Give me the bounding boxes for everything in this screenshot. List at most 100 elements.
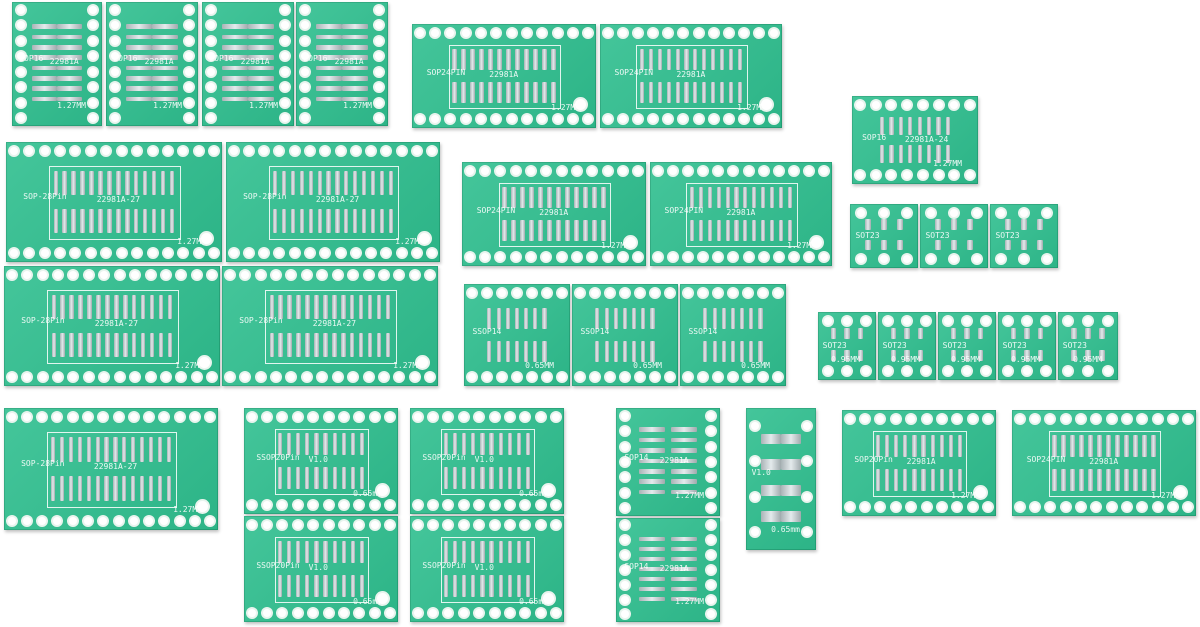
smd-pad	[761, 186, 766, 208]
through-hole	[38, 413, 47, 421]
through-hole	[972, 209, 981, 217]
through-hole	[739, 115, 748, 123]
through-hole	[938, 415, 947, 423]
through-hole	[618, 167, 627, 175]
smd-pad	[533, 48, 538, 70]
smd-pad	[926, 117, 932, 135]
smd-pad-row	[443, 575, 531, 597]
smd-pad	[342, 75, 368, 81]
through-hole	[241, 271, 250, 279]
through-hole	[1184, 503, 1193, 511]
smd-pad	[638, 576, 665, 582]
through-hole	[542, 167, 551, 175]
board-silkscreen-label: SOP-28Pin	[243, 192, 287, 202]
smd-pad	[277, 541, 283, 563]
through-hole	[953, 503, 962, 511]
through-hole-row	[4, 370, 220, 384]
board-pitch-label: 0.95MM	[1011, 355, 1040, 364]
through-hole	[287, 373, 296, 381]
smd-pad-row	[875, 435, 963, 457]
smd-pad	[222, 55, 248, 60]
through-hole	[86, 249, 95, 257]
smd-pad	[904, 350, 910, 361]
smd-pad	[350, 541, 355, 563]
through-hole	[538, 115, 547, 123]
smd-pad	[461, 48, 466, 70]
board-part-number: 22981A-27	[315, 194, 360, 204]
smd-pad	[1071, 350, 1077, 361]
smd-pad	[761, 220, 766, 242]
through-hole	[281, 5, 289, 14]
smd-pad	[335, 209, 340, 234]
through-hole	[621, 551, 629, 560]
smd-pad	[287, 333, 292, 358]
through-hole	[1019, 209, 1028, 217]
through-hole	[459, 413, 468, 421]
through-hole	[636, 289, 645, 297]
smd-pad-row	[640, 48, 742, 70]
smd-pad	[113, 437, 118, 462]
smd-pad	[716, 186, 721, 208]
through-hole	[927, 255, 936, 263]
smd-pad	[728, 82, 733, 104]
smd-pad	[31, 65, 57, 71]
through-hole	[177, 271, 186, 279]
smd-pad	[917, 328, 924, 340]
smd-pad	[350, 333, 355, 358]
through-hole	[179, 147, 188, 155]
smd-pad	[945, 117, 951, 135]
through-hole	[321, 249, 330, 257]
smd-pad	[743, 220, 748, 242]
through-hole	[855, 171, 864, 179]
smd-pad	[296, 333, 301, 358]
board-pitch-label: 1.27MM	[249, 101, 278, 110]
through-hole-row	[998, 314, 1056, 328]
through-hole	[7, 413, 16, 421]
through-hole-row	[226, 246, 440, 260]
smd-pad	[761, 459, 781, 470]
smd-pad	[68, 476, 74, 501]
smd-pad	[152, 170, 157, 195]
board-silkscreen-label: SSOP14	[472, 326, 502, 336]
through-hole	[461, 115, 470, 123]
smd-pad-row	[864, 219, 904, 230]
through-hole	[301, 98, 309, 107]
through-hole	[522, 115, 531, 123]
smd-pad	[671, 546, 698, 552]
mounting-hole	[377, 593, 388, 604]
smd-pad	[1052, 435, 1057, 457]
through-hole	[336, 147, 345, 155]
board-pitch-label: 1.27MM	[177, 237, 206, 246]
smd-pad-row	[502, 220, 606, 242]
smd-pad	[507, 467, 512, 489]
smd-pad	[1079, 435, 1084, 457]
smd-pad	[671, 576, 698, 582]
smd-pad	[533, 82, 538, 104]
through-hole-row	[938, 364, 996, 378]
smd-pad	[912, 435, 917, 457]
smd-pad	[377, 333, 382, 358]
through-hole	[53, 517, 62, 525]
through-hole-row	[1058, 364, 1118, 378]
smd-pad	[574, 220, 579, 242]
smd-pad	[152, 44, 178, 50]
board-pitch-label: 0.65mm	[519, 597, 548, 606]
smd-pad	[711, 48, 716, 70]
smd-pad	[917, 350, 924, 361]
through-hole	[55, 147, 64, 155]
through-hole	[618, 29, 627, 37]
through-hole-row	[680, 286, 786, 300]
smd-pad	[134, 170, 139, 195]
through-hole-row	[938, 314, 996, 328]
through-hole	[949, 255, 958, 263]
through-hole	[324, 609, 333, 617]
through-hole	[99, 413, 108, 421]
through-hole	[713, 373, 722, 381]
board-silkscreen-label: SOP24PIN	[426, 67, 466, 77]
smd-pad	[781, 433, 801, 445]
smd-pad	[638, 566, 665, 572]
smd-pad-row	[1052, 469, 1156, 491]
